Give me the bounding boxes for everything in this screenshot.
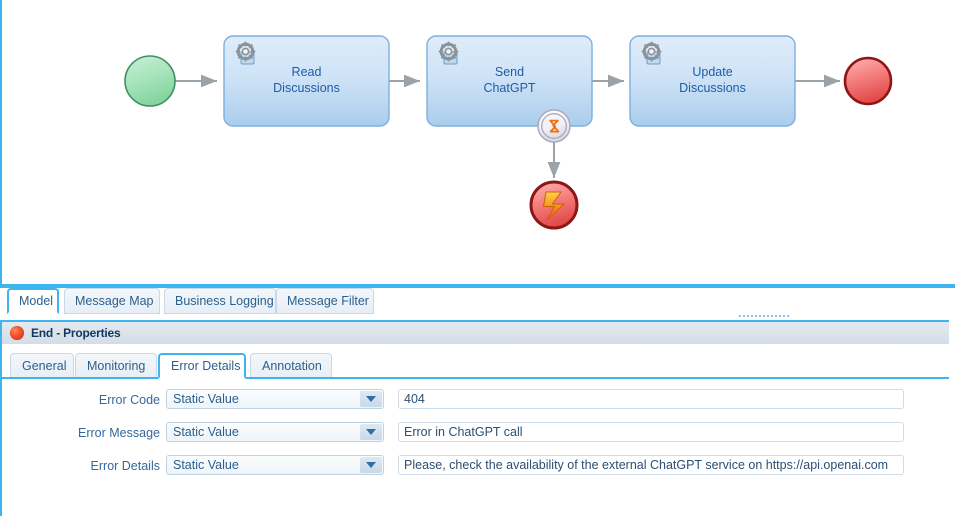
form-row-error-details: Error Details Static Value <box>2 455 949 477</box>
properties-panel-title: End - Properties <box>31 326 121 340</box>
select-error-message-source-value: Static Value <box>173 425 239 439</box>
form-row-error-message: Error Message Static Value <box>2 422 949 444</box>
error-boundary-event-node[interactable] <box>537 109 571 143</box>
task-node-send-chatgpt[interactable] <box>426 35 593 127</box>
properties-panel: End - Properties General Monitoring Erro… <box>0 314 955 516</box>
select-error-details-source-value: Static Value <box>173 458 239 472</box>
label-error-message: Error Message <box>78 426 160 440</box>
input-error-code[interactable] <box>398 389 904 409</box>
select-error-details-source[interactable]: Static Value <box>166 455 384 475</box>
tab-error-details[interactable]: Error Details <box>158 353 246 379</box>
service-task-icon <box>641 41 662 65</box>
tab-message-filter[interactable]: Message Filter <box>276 288 374 314</box>
properties-panel-header: End - Properties <box>2 320 949 344</box>
error-bolt-icon <box>549 119 560 133</box>
select-error-message-source[interactable]: Static Value <box>166 422 384 442</box>
start-event-node[interactable] <box>124 55 176 107</box>
chevron-down-icon[interactable] <box>360 391 382 407</box>
select-error-code-source-value: Static Value <box>173 392 239 406</box>
end-event-icon <box>10 326 24 340</box>
service-task-icon <box>438 41 459 65</box>
bpmn-diagram <box>124 35 893 230</box>
tab-annotation[interactable]: Annotation <box>250 353 332 379</box>
form-row-error-code: Error Code Static Value <box>2 389 949 411</box>
input-error-details[interactable] <box>398 455 904 475</box>
service-task-icon <box>235 41 256 65</box>
process-diagram-canvas[interactable]: Read Discussions Send ChatGPT Update Dis… <box>0 0 955 288</box>
main-tab-strip: Model Message Map Business Logging Messa… <box>0 288 955 314</box>
label-error-code: Error Code <box>98 393 160 407</box>
error-bolt-icon <box>542 191 566 221</box>
properties-tab-strip: General Monitoring Error Details Annotat… <box>2 353 949 379</box>
select-error-code-source[interactable]: Static Value <box>166 389 384 409</box>
chevron-down-icon[interactable] <box>360 424 382 440</box>
tab-general[interactable]: General <box>10 353 74 379</box>
task-node-update-discussions[interactable] <box>629 35 796 127</box>
tab-model[interactable]: Model <box>7 288 59 314</box>
task-node-read-discussions[interactable] <box>223 35 390 127</box>
chevron-down-icon[interactable] <box>360 457 382 473</box>
tab-monitoring[interactable]: Monitoring <box>75 353 157 379</box>
panel-splitter-handle[interactable] <box>738 314 790 319</box>
error-details-form: Error Code Static Value Error Message St… <box>2 381 949 516</box>
tab-message-map[interactable]: Message Map <box>64 288 160 314</box>
input-error-message[interactable] <box>398 422 904 442</box>
sequence-flows <box>175 74 840 178</box>
label-error-details: Error Details <box>90 459 160 473</box>
tab-business-logging[interactable]: Business Logging <box>164 288 276 314</box>
end-event-node[interactable] <box>843 56 893 106</box>
error-end-event-node[interactable] <box>529 180 579 230</box>
